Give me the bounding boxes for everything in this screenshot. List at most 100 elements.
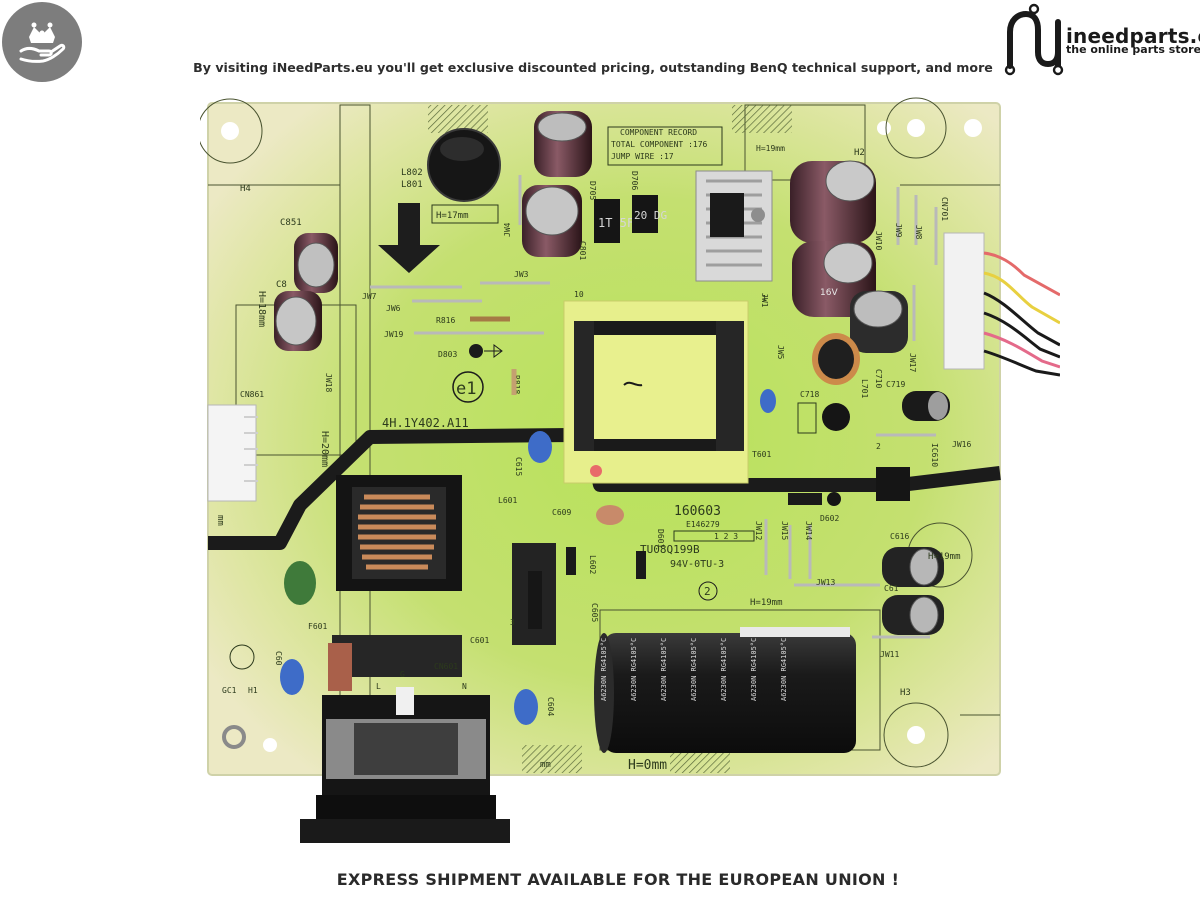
svg-text:C710: C710 <box>874 369 883 388</box>
svg-text:A6230N RG4105°C: A6230N RG4105°C <box>630 638 638 701</box>
svg-text:JW15: JW15 <box>780 521 789 540</box>
mount-hole <box>964 119 982 137</box>
e1-mark <box>452 371 484 403</box>
capacitor-c802 <box>522 185 582 257</box>
svg-text:3: 3 <box>510 618 515 627</box>
part-number: 4H.1Y402.A11 <box>382 416 469 430</box>
svg-text:CN601: CN601 <box>434 662 458 671</box>
model-code: TU08Q199B <box>640 543 700 556</box>
svg-text:H=19mm: H=19mm <box>756 144 785 153</box>
svg-text:H=20mm: H=20mm <box>319 431 330 467</box>
transformer-t601 <box>563 300 749 484</box>
svg-text:L601: L601 <box>498 496 517 505</box>
svg-text:C609: C609 <box>552 508 571 517</box>
svg-text:JW17: JW17 <box>908 353 917 372</box>
svg-text:C8: C8 <box>276 280 287 290</box>
svg-text:A6230N RG4105°C: A6230N RG4105°C <box>690 638 698 701</box>
svg-text:JW9: JW9 <box>894 223 903 238</box>
svg-text:D601: D601 <box>656 529 665 548</box>
capacitor-c851 <box>294 233 338 293</box>
ptc-thermistor <box>328 643 352 691</box>
svg-text:2: 2 <box>876 442 881 451</box>
svg-text:JW3: JW3 <box>514 270 529 279</box>
svg-text:GC1: GC1 <box>222 686 237 695</box>
svg-text:H3: H3 <box>900 688 911 698</box>
power-board-photo: COMPONENT RECORD TOTAL COMPONENT :176 JU… <box>200 95 1060 855</box>
svg-text:D706: D706 <box>630 171 639 190</box>
svg-text:CN701: CN701 <box>940 197 949 221</box>
capacitor-c609 <box>596 505 624 525</box>
svg-text:H=0mm: H=0mm <box>628 758 667 773</box>
optocoupler-ic610 <box>876 467 910 501</box>
svg-text:C601: C601 <box>470 636 489 645</box>
svg-text:e1: e1 <box>456 379 476 399</box>
capacitor-c852 <box>274 291 322 351</box>
svg-text:C60: C60 <box>274 651 283 666</box>
svg-text:H1: H1 <box>248 686 258 695</box>
capacitor-c616 <box>882 547 944 587</box>
svg-text:2: 2 <box>704 585 711 598</box>
svg-text:R816: R816 <box>436 316 455 325</box>
svg-text:C615: C615 <box>514 457 523 476</box>
svg-text:L802: L802 <box>401 168 423 178</box>
svg-text:L: L <box>376 682 381 691</box>
diode-d706 <box>632 195 658 233</box>
record-jump: JUMP WIRE :17 <box>611 152 674 161</box>
capacitor-c604 <box>514 689 538 725</box>
svg-text:JW13: JW13 <box>816 578 835 587</box>
diode-d705 <box>594 199 620 243</box>
svg-text:T601: T601 <box>752 450 771 459</box>
svg-text:JW14: JW14 <box>804 521 813 540</box>
svg-text:H=19mm: H=19mm <box>750 598 783 608</box>
rating-code: 94V-0TU-3 <box>670 559 724 570</box>
svg-text:G: G <box>400 670 405 679</box>
circle-mark-2 <box>698 581 718 601</box>
svg-text:L701: L701 <box>860 379 869 398</box>
varistor <box>284 561 316 605</box>
ul-code: E146279 <box>686 520 720 529</box>
svg-text:C801: C801 <box>578 241 587 260</box>
svg-text:JW5: JW5 <box>776 345 785 360</box>
svg-text:H=17mm: H=17mm <box>436 211 469 221</box>
brand-name: ineedparts.eu <box>1066 24 1200 48</box>
choke-l601 <box>336 475 462 591</box>
svg-text:H2: H2 <box>854 148 865 158</box>
svg-text:A6230N RG4105°C: A6230N RG4105°C <box>780 638 788 701</box>
svg-text:10: 10 <box>574 290 584 299</box>
svg-text:C851: C851 <box>280 218 302 228</box>
svg-text:C605: C605 <box>590 603 599 622</box>
svg-text:L602: L602 <box>588 555 597 574</box>
mount-hole <box>907 726 925 744</box>
svg-text:mm: mm <box>540 760 551 770</box>
brand-logo[interactable]: ineedparts.eu the online parts store <box>1002 2 1200 78</box>
svg-text:D803: D803 <box>438 350 457 359</box>
down-arrow-icon <box>378 203 440 273</box>
mount-hole <box>877 121 891 135</box>
svg-text:D705: D705 <box>588 181 597 200</box>
capacitor-c617 <box>882 595 944 635</box>
inductor-l701 <box>812 333 860 385</box>
svg-text:JW12: JW12 <box>754 521 763 540</box>
svg-text:JW8: JW8 <box>914 225 923 240</box>
svg-text:H4: H4 <box>240 184 251 194</box>
fuse-f601 <box>332 635 462 677</box>
lot-code: 160603 <box>674 504 721 519</box>
svg-text:A6230N RG4105°C: A6230N RG4105°C <box>660 638 668 701</box>
crown-badge[interactable] <box>2 2 82 82</box>
svg-text:A6230N RG4105°C: A6230N RG4105°C <box>750 638 758 701</box>
transistor-q702 <box>822 403 850 431</box>
diode-d602 <box>788 493 822 505</box>
mount-hole <box>907 119 925 137</box>
capacitor-c602 <box>280 659 304 695</box>
connector-cn861 <box>207 404 257 502</box>
svg-text:JW11: JW11 <box>880 650 899 659</box>
svg-text:JW10: JW10 <box>874 231 883 250</box>
svg-text:mm: mm <box>215 515 225 526</box>
ground-symbol-icon <box>229 644 255 670</box>
svg-text:H=18mm: H=18mm <box>256 291 267 327</box>
svg-text:A6230N RG4105°C: A6230N RG4105°C <box>600 638 608 701</box>
svg-text:D602: D602 <box>820 514 839 523</box>
capacitor-h2-a <box>790 160 876 243</box>
power-board-illustration: COMPONENT RECORD TOTAL COMPONENT :176 JU… <box>200 97 1060 843</box>
svg-text:C61: C61 <box>884 584 899 593</box>
